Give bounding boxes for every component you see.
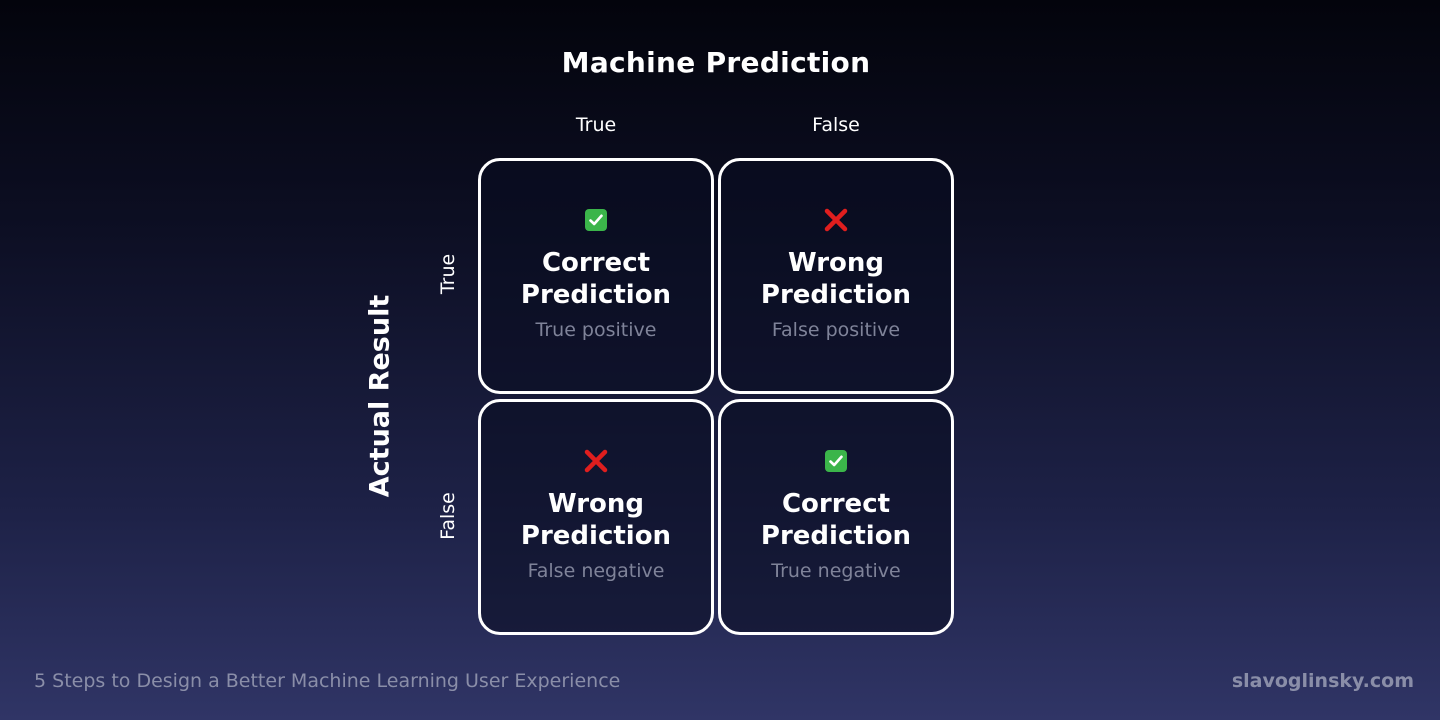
cell-true-negative: Correct Prediction True negative [718, 399, 954, 635]
cell-title-line1: Correct [781, 489, 891, 519]
cell-title-line1: Correct [541, 248, 651, 278]
cross-icon [584, 449, 608, 473]
check-icon [825, 450, 847, 472]
column-label-false: False [812, 114, 860, 136]
footer-caption: 5 Steps to Design a Better Machine Learn… [34, 670, 621, 692]
cell-true-positive: Correct Prediction True positive [478, 158, 714, 394]
cell-subtitle: True positive [535, 319, 657, 341]
cell-title-line2: Prediction [520, 521, 672, 551]
cell-subtitle: False negative [527, 560, 665, 582]
column-label-true: True [575, 114, 617, 136]
row-axis-title: Actual Result [364, 294, 396, 498]
cell-title-line2: Prediction [760, 280, 912, 310]
check-icon [585, 209, 607, 231]
cell-title-line1: Wrong [547, 489, 645, 519]
column-axis-title: Machine Prediction [561, 46, 871, 79]
cell-subtitle: False positive [771, 319, 901, 341]
row-label-true: True [437, 253, 459, 295]
row-label-false: False [437, 492, 459, 540]
cell-false-positive: Wrong Prediction False positive [718, 158, 954, 394]
cell-false-negative: Wrong Prediction False negative [478, 399, 714, 635]
cross-icon [824, 208, 848, 232]
cell-subtitle: True negative [771, 560, 901, 582]
cell-title-line1: Wrong [787, 248, 885, 278]
cell-title-line2: Prediction [520, 280, 672, 310]
cell-title-line2: Prediction [760, 521, 912, 551]
footer-site: slavoglinsky.com [1231, 670, 1414, 692]
